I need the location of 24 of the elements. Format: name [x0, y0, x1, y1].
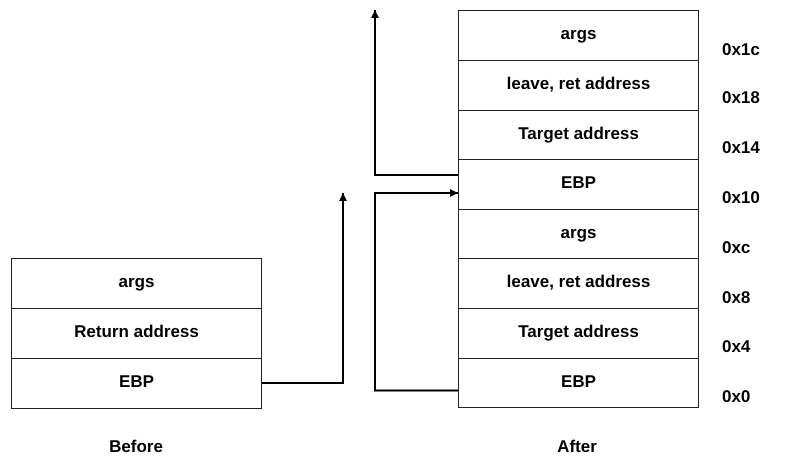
stack-cell: Target address: [458, 308, 699, 359]
arrow: [371, 10, 458, 176]
stack-cell: EBP: [458, 358, 699, 408]
stack-cell: EBP: [458, 159, 699, 210]
stack-cell: leave, ret address: [458, 258, 699, 309]
stack-cell: Target address: [458, 110, 699, 160]
stack-cell: leave, ret address: [458, 60, 699, 111]
address-label: 0x10: [722, 188, 760, 208]
address-label: 0x14: [722, 138, 760, 158]
address-label: 0x0: [722, 387, 750, 407]
address-label: 0x18: [722, 88, 760, 108]
stack-cell: args: [458, 209, 699, 259]
stack-cell: args: [458, 10, 699, 61]
address-label: 0xc: [722, 238, 750, 258]
address-label: 0x4: [722, 337, 750, 357]
caption-label: Before: [109, 437, 163, 457]
stack-cell: EBP: [11, 358, 262, 409]
address-label: 0x1c: [722, 40, 760, 60]
stack-cell: args: [11, 258, 262, 309]
arrow: [261, 193, 347, 384]
caption-label: After: [557, 437, 597, 457]
stack-cell: Return address: [11, 308, 262, 359]
arrow: [374, 189, 458, 392]
address-label: 0x8: [722, 288, 750, 308]
